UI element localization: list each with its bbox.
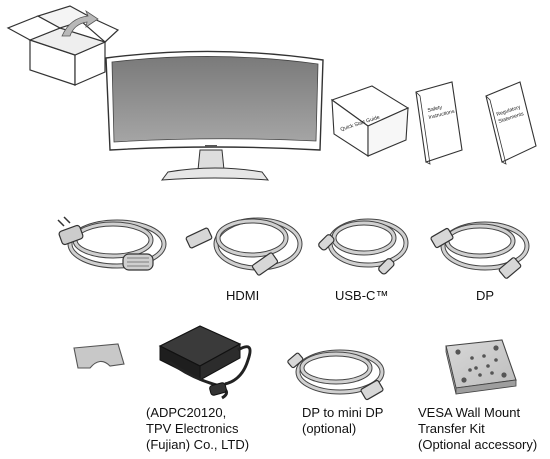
booklet-regulatory: Regulatory Statements bbox=[485, 81, 537, 165]
dp-to-mini-dp-cable bbox=[287, 349, 385, 401]
adapter-label-line2: TPV Electronics bbox=[146, 421, 239, 436]
vesa-label-line1: VESA Wall Mount bbox=[418, 405, 521, 420]
cable-cover bbox=[73, 343, 125, 369]
safety-label-1: Safety bbox=[427, 104, 443, 113]
usb-c-label: USB-C™ bbox=[335, 288, 389, 303]
power-cord bbox=[57, 216, 167, 271]
vesa-mount-plate bbox=[445, 339, 517, 395]
hdmi-label: HDMI bbox=[226, 288, 260, 303]
vesa-label-line2: Transfer Kit bbox=[418, 421, 485, 436]
dp-mini-label-line1: DP to mini DP bbox=[302, 405, 384, 420]
booklet-quick-start: Quick Start Guide bbox=[330, 85, 410, 158]
dp-label: DP bbox=[476, 288, 495, 303]
arrow-icon bbox=[61, 9, 99, 37]
curved-monitor bbox=[105, 50, 324, 181]
dp-mini-label-line2: (optional) bbox=[302, 421, 357, 436]
hdmi-cable bbox=[185, 217, 303, 276]
adapter-label-line1: (ADPC20120, bbox=[146, 405, 227, 420]
adapter-label-line3: (Fujian) Co., LTD) bbox=[146, 437, 250, 452]
dp-cable bbox=[430, 221, 530, 279]
booklet-safety: Safety Instructions bbox=[415, 81, 463, 165]
vesa-label-line3: (Optional accessory) bbox=[418, 437, 538, 452]
power-adapter bbox=[158, 325, 252, 400]
box-unpack-icon bbox=[6, 5, 120, 86]
usb-c-cable bbox=[318, 218, 409, 275]
